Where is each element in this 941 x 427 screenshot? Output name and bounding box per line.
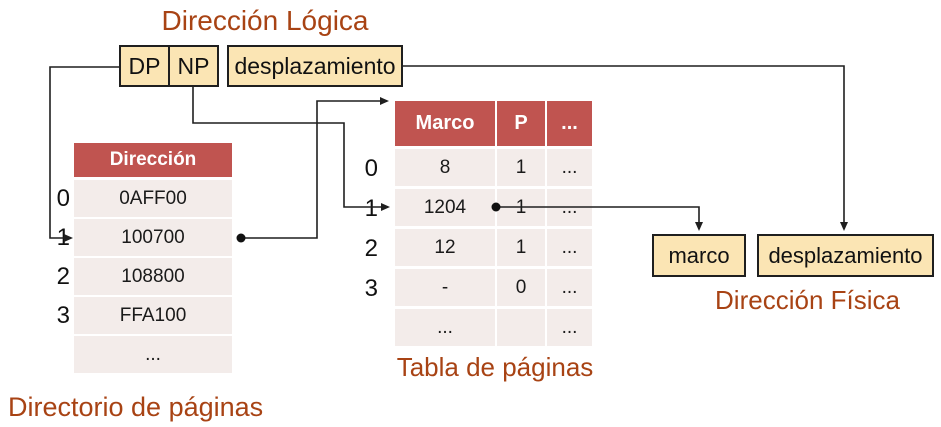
- directory-row-3: FFA100: [74, 297, 232, 334]
- directory-row-index-1: 1: [56, 224, 70, 251]
- directory-table-caption: Directorio de páginas: [8, 392, 264, 422]
- junction-dot-directory: [236, 233, 246, 243]
- cell-p-1: 1: [497, 189, 545, 226]
- cell-more-1: ...: [547, 189, 592, 226]
- page-table-row-index-0: 0: [364, 155, 378, 182]
- cell-p-0: 1: [497, 149, 545, 186]
- cell-more-3: ...: [547, 269, 592, 306]
- dp-field-box: DP: [119, 45, 170, 87]
- directory-row-index-0: 0: [56, 185, 70, 212]
- directory-row-2: 108800: [74, 258, 232, 295]
- physical-address-title: Dirección Física: [715, 285, 900, 315]
- page-table-header-row: Marco P ...: [395, 101, 592, 146]
- page-table-header-marco: Marco: [395, 101, 495, 146]
- page-table-row-index-1: 1: [364, 195, 378, 222]
- cell-marco-0: 8: [395, 149, 495, 186]
- directory-table: Dirección 0AFF00 100700 108800 FFA100 ..…: [74, 143, 232, 373]
- cell-p-4: [497, 309, 545, 346]
- page-table-row-2: 12 1 ...: [395, 229, 592, 266]
- page-table-caption: Tabla de páginas: [396, 352, 594, 382]
- cell-more-4: ...: [547, 309, 592, 346]
- logical-address-title: Dirección Lógica: [161, 5, 369, 36]
- directory-row-ellipsis: ...: [74, 336, 232, 373]
- logical-offset-box: desplazamiento: [227, 45, 403, 87]
- cell-more-2: ...: [547, 229, 592, 266]
- directory-table-header: Dirección: [74, 143, 232, 177]
- cell-marco-2: 12: [395, 229, 495, 266]
- cell-p-2: 1: [497, 229, 545, 266]
- page-table-row-1: 1204 1 ...: [395, 189, 592, 226]
- cell-p-3: 0: [497, 269, 545, 306]
- page-table: Marco P ... 8 1 ... 1204 1 ... 12 1 ... …: [395, 101, 592, 346]
- directory-row-index-2: 2: [56, 263, 70, 290]
- page-table-row-index-3: 3: [364, 275, 378, 302]
- page-table-row-ellipsis: ... ...: [395, 309, 592, 346]
- np-field-box: NP: [168, 45, 219, 87]
- page-table-row-3: - 0 ...: [395, 269, 592, 306]
- page-table-header-more: ...: [547, 101, 592, 146]
- cell-more-0: ...: [547, 149, 592, 186]
- directory-row-1: 100700: [74, 219, 232, 256]
- directory-row-0: 0AFF00: [74, 180, 232, 217]
- page-table-row-index-2: 2: [364, 235, 378, 262]
- page-table-header-p: P: [497, 101, 545, 146]
- cell-marco-4: ...: [395, 309, 495, 346]
- cell-marco-1: 1204: [395, 189, 495, 226]
- directory-row-index-3: 3: [56, 302, 70, 329]
- cell-marco-3: -: [395, 269, 495, 306]
- page-table-row-0: 8 1 ...: [395, 149, 592, 186]
- frame-field-box: marco: [652, 234, 746, 277]
- physical-offset-box: desplazamiento: [757, 234, 934, 277]
